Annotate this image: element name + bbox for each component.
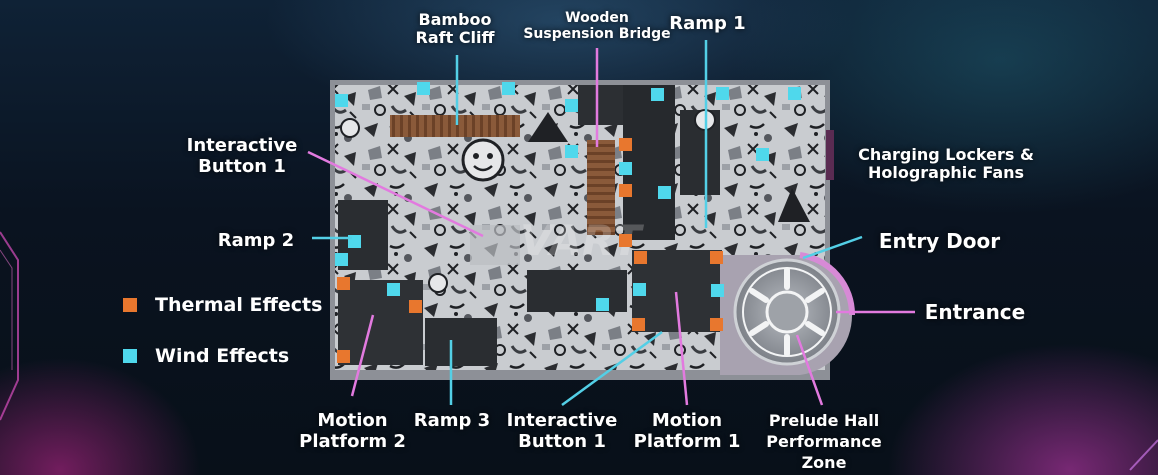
interactive-button-area — [470, 225, 520, 265]
label-entrance: Entrance — [924, 300, 1026, 324]
motion-platform-2 — [338, 280, 423, 365]
bamboo-raft-cliff — [390, 115, 520, 137]
thermal-swatch-icon — [123, 298, 137, 312]
wooden-suspension-bridge — [587, 140, 615, 235]
bridge-platform-top — [578, 85, 623, 125]
label-prelude-hall-performance-zone: Prelude Hall Performance Zone — [766, 411, 882, 472]
ramp-3 — [425, 318, 497, 366]
center-ramp-block — [527, 270, 627, 312]
legend-wind-label: Wind Effects — [155, 345, 290, 367]
charging-lockers-wall — [826, 130, 834, 180]
legend-thermal-effects: Thermal Effects — [123, 294, 322, 316]
label-ramp-1: Ramp 1 — [669, 13, 746, 34]
label-entry-door: Entry Door — [878, 229, 1001, 253]
neon-decoration-left — [0, 231, 19, 421]
label-wooden-suspension-bridge: Wooden Suspension Bridge — [523, 10, 671, 43]
wind-swatch-icon — [123, 349, 137, 363]
label-motion-platform-1: Motion Platform 1 — [633, 410, 741, 452]
label-ramp-3: Ramp 3 — [413, 410, 491, 431]
legend-wind-effects: Wind Effects — [123, 345, 289, 367]
thermal-effect-markers — [337, 138, 723, 363]
label-charging-lockers-holographic-fans: Charging Lockers & Holographic Fans — [858, 145, 1034, 183]
label-bamboo-raft-cliff: Bamboo Raft Cliff — [415, 10, 495, 48]
wind-effect-markers — [335, 82, 801, 311]
label-motion-platform-2: Motion Platform 2 — [299, 410, 406, 452]
label-ramp-2: Ramp 2 — [217, 230, 295, 251]
label-interactive-button-1-bottom: Interactive Button 1 — [506, 410, 618, 452]
label-interactive-button-1-top: Interactive Button 1 — [186, 135, 298, 177]
leader-lines — [307, 40, 915, 407]
legend-thermal-label: Thermal Effects — [155, 294, 323, 316]
